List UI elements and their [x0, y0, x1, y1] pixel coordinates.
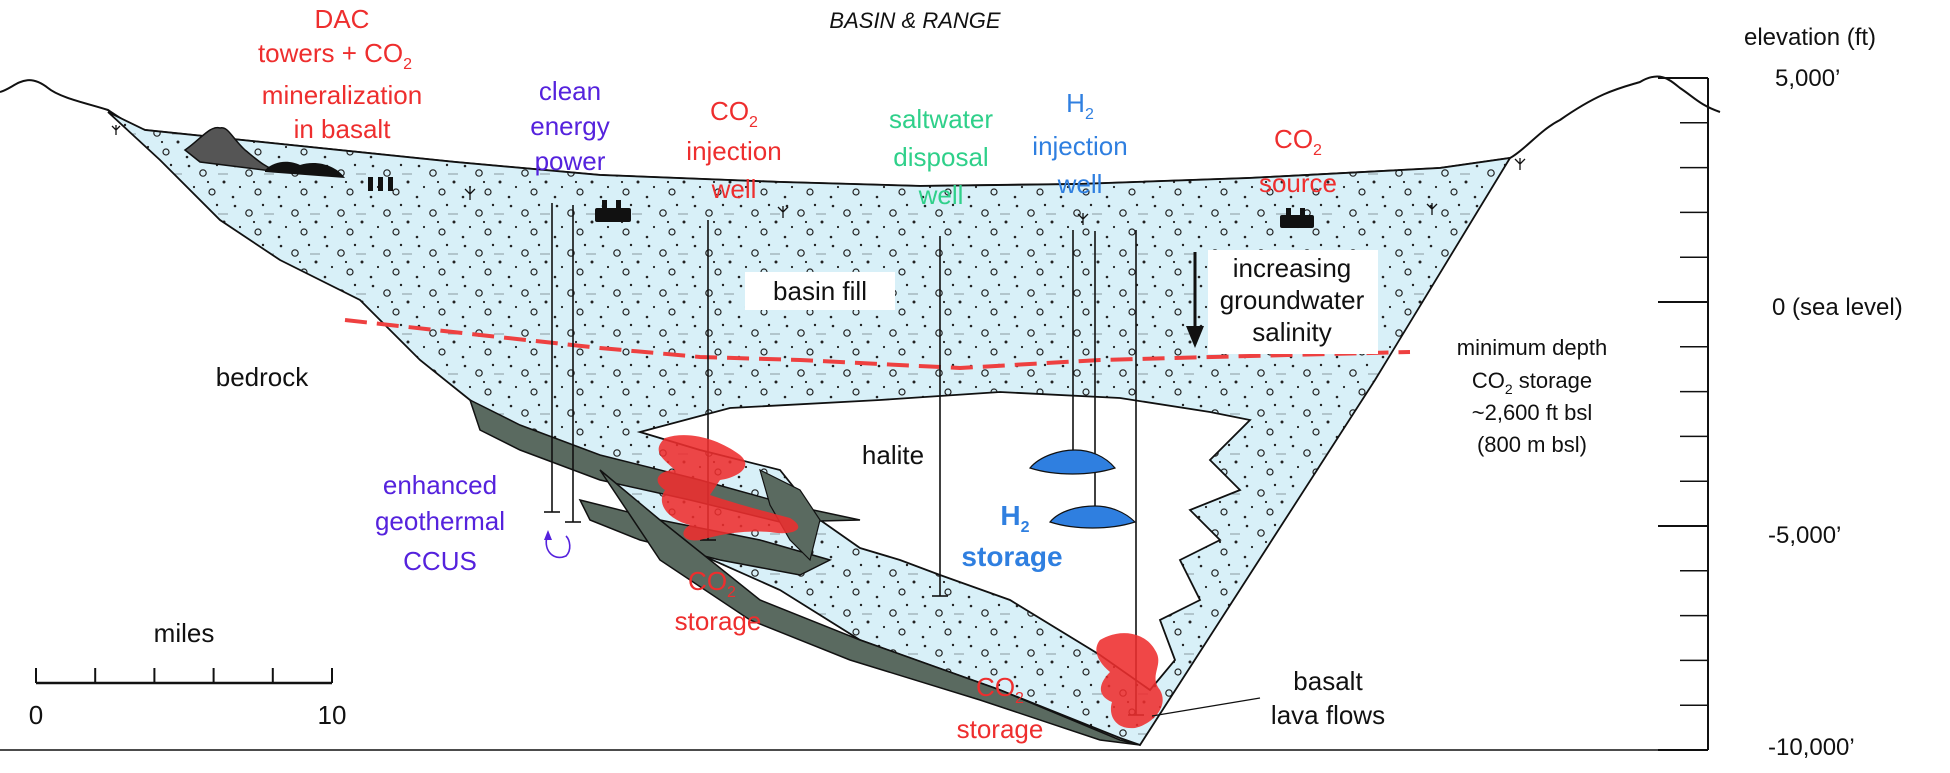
svg-text:minimum depth: minimum depth	[1457, 335, 1607, 360]
salinity-label: increasing groundwater salinity	[1220, 253, 1365, 347]
svg-text:lava flows: lava flows	[1271, 700, 1385, 730]
clean-energy-label: clean energy power	[530, 76, 610, 176]
svg-text:storage: storage	[675, 606, 762, 636]
elevation-tick-neg5000: -5,000’	[1768, 522, 1841, 549]
svg-text:storage: storage	[957, 714, 1044, 744]
svg-text:clean: clean	[539, 76, 601, 106]
svg-text:(800 m bsl): (800 m bsl)	[1477, 432, 1587, 457]
dac-basalt-hill	[183, 126, 281, 173]
elevation-tick-5000: 5,000’	[1775, 65, 1840, 92]
co2-storage-plume-b	[1096, 633, 1163, 729]
svg-text:energy: energy	[530, 111, 610, 141]
svg-text:increasing: increasing	[1233, 253, 1352, 283]
svg-text:storage: storage	[961, 541, 1062, 572]
diagram-title: BASIN & RANGE	[829, 8, 1000, 33]
basalt-label: basalt lava flows	[1271, 666, 1385, 730]
salinity-arrow	[1186, 252, 1204, 348]
svg-text:towers + CO2: towers + CO2	[258, 38, 412, 73]
svg-text:saltwater: saltwater	[889, 104, 993, 134]
svg-text:injection: injection	[1032, 131, 1127, 161]
svg-text:CO2: CO2	[688, 566, 736, 601]
svg-text:well: well	[1057, 169, 1103, 199]
h2-storage-label: H2 storage	[961, 500, 1062, 572]
elevation-axis-title: elevation (ft)	[1744, 24, 1876, 51]
minimum-depth-label: minimum depth CO2 storage ~2,600 ft bsl …	[1457, 335, 1607, 457]
basin-fill-label-bg	[745, 272, 895, 310]
scale-bar-max: 10	[318, 700, 347, 730]
geothermal-label: enhanced geothermal CCUS	[375, 470, 505, 576]
svg-text:DAC: DAC	[315, 4, 370, 34]
svg-text:mineralization: mineralization	[262, 80, 422, 110]
elevation-tick-neg10000: -10,000’	[1768, 734, 1855, 761]
svg-text:H2: H2	[1066, 88, 1094, 123]
svg-text:well: well	[918, 180, 964, 210]
co2-source-label: CO2 source	[1259, 124, 1337, 198]
svg-text:disposal: disposal	[893, 142, 988, 172]
dac-label: DAC towers + CO2 mineralization in basal…	[258, 4, 422, 144]
svg-text:CO2 storage: CO2 storage	[1472, 368, 1592, 397]
scale-bar: miles 0 10	[29, 618, 347, 730]
svg-text:enhanced: enhanced	[383, 470, 497, 500]
svg-text:well: well	[711, 174, 757, 204]
elevation-axis-ticks	[1658, 77, 1708, 751]
minimum-co2-depth-line	[344, 318, 1411, 371]
svg-text:groundwater: groundwater	[1220, 285, 1365, 315]
svg-text:basalt: basalt	[1293, 666, 1363, 696]
power-plant-icon	[595, 200, 631, 222]
ground-surface-line	[0, 75, 1721, 188]
h2-storage-lens-upper	[1028, 449, 1117, 475]
h2-storage-lens-lower	[1048, 505, 1137, 529]
svg-text:CO2: CO2	[1274, 124, 1322, 159]
svg-text:CCUS: CCUS	[403, 546, 477, 576]
h2-injection-label: H2 injection well	[1032, 88, 1127, 199]
co2-storage-b-label: CO2 storage	[957, 672, 1044, 744]
svg-text:salinity: salinity	[1252, 317, 1331, 347]
geothermal-circulation-icon	[545, 533, 571, 559]
svg-text:H2: H2	[1000, 500, 1029, 536]
svg-text:CO2: CO2	[976, 672, 1024, 707]
scale-bar-title: miles	[154, 618, 215, 648]
co2-storage-plume-a	[657, 435, 799, 541]
elevation-tick-0: 0 (sea level)	[1772, 294, 1903, 321]
vegetation-icons	[111, 125, 1526, 225]
dac-basalt-mound	[265, 161, 345, 178]
scale-bar-min: 0	[29, 700, 43, 730]
basalt-leader-line	[1151, 697, 1261, 717]
svg-text:~2,600 ft bsl: ~2,600 ft bsl	[1472, 400, 1592, 425]
halite-label: halite	[862, 440, 924, 470]
svg-text:power: power	[535, 146, 606, 176]
co2-source-plant-icon	[1280, 208, 1314, 228]
bedrock-layer-3	[599, 469, 1141, 746]
svg-text:injection: injection	[686, 136, 781, 166]
svg-text:geothermal: geothermal	[375, 506, 505, 536]
dac-towers-icon	[368, 177, 393, 191]
saltwater-disposal-label: saltwater disposal well	[889, 104, 993, 210]
svg-text:CO2: CO2	[710, 96, 758, 131]
svg-text:in basalt: in basalt	[294, 114, 392, 144]
salinity-label-bg	[1208, 250, 1378, 354]
co2-storage-a-label: CO2 storage	[675, 566, 762, 636]
basin-fill-label: basin fill	[773, 276, 867, 306]
bedrock-label: bedrock	[216, 362, 309, 392]
svg-text:source: source	[1259, 168, 1337, 198]
bedrock-layer-4	[759, 468, 821, 562]
co2-injection-label: CO2 injection well	[686, 96, 781, 204]
